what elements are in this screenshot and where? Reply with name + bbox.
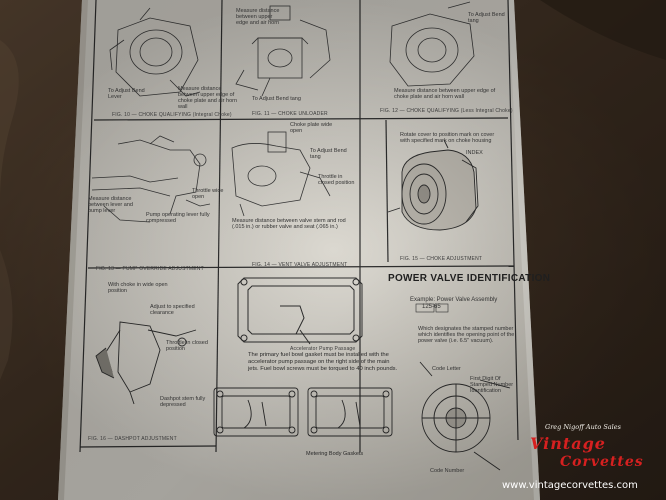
power-valve-label-first-digit: First Digit Of Stamped Number Identifica… <box>470 376 514 394</box>
power-valve-example: Example: Power Valve Assembly <box>410 297 498 303</box>
fig10-caption: FIG. 10 — CHOKE QUALIFYING (Integral Cho… <box>112 112 232 118</box>
power-valve-note: Which designates the stamped number whic… <box>418 326 515 344</box>
fig12-caption: FIG. 12 — CHOKE QUALIFYING (Less Integra… <box>380 108 513 114</box>
fig12-step3: Measure distance between upper edge of c… <box>394 88 496 100</box>
watermark-dealer: Greg Nigoff Auto Sales <box>545 423 621 431</box>
fig13-step3: Measure distance between lever and pump … <box>88 196 133 214</box>
fig14-step4: To Adjust Bend tang <box>310 148 347 160</box>
fig14-caption: FIG. 14 — VENT VALVE ADJUSTMENT <box>252 262 348 268</box>
fig13-step1: Throttle wide open <box>192 188 224 200</box>
watermark-url: www.vintagecorvettes.com <box>502 480 638 491</box>
gasket-instruction: The primary fuel bowl gasket must be ins… <box>248 352 398 372</box>
fig16-step4: Adjust to specified clearance <box>150 304 195 316</box>
fig16-step2: Throttle in closed position <box>166 340 208 352</box>
fig14-step2: Throttle in closed position <box>318 174 355 186</box>
fig11-caption: FIG. 11 — CHOKE UNLOADER <box>252 111 328 117</box>
fig11-step4: To Adjust Bend tang <box>252 96 301 102</box>
fig10-step3: Measure distance between upper edge of c… <box>178 86 238 110</box>
fig15-index-label: INDEX <box>466 150 483 156</box>
fig15-note: Rotate cover to position mark on cover w… <box>400 132 495 144</box>
fig16-caption: FIG. 16 — DASHPOT ADJUSTMENT <box>88 436 177 442</box>
metering-gasket-caption: Metering Body Gaskets <box>306 451 364 457</box>
power-valve-part-number: 125-65 <box>422 304 441 310</box>
fig16-step3: Dashpot stem fully depressed <box>160 396 206 408</box>
fig14-step3: Measure distance between valve stem and … <box>232 218 346 230</box>
fig10-step4: To Adjust Bend Lever <box>108 88 145 100</box>
accelerator-pump-passage-label: Accelerator Pump Passage <box>290 346 356 352</box>
fig13-caption: FIG. 13 — PUMP OVERRIDE ADJUSTMENT <box>96 266 204 272</box>
power-valve-label-code-number: Code Number <box>430 468 465 474</box>
fig15-caption: FIG. 15 — CHOKE ADJUSTMENT <box>400 256 483 262</box>
fig16-step1: With choke in wide open position <box>108 282 168 294</box>
power-valve-label-code-letter: Code Letter <box>432 366 461 372</box>
power-valve-title: POWER VALVE IDENTIFICATION <box>388 273 551 284</box>
fig12-step4: To Adjust Bend tang <box>468 12 505 24</box>
watermark-corvettes: Corvettes <box>560 454 644 470</box>
fig13-step2: Pump operating lever fully compressed <box>146 212 210 224</box>
watermark-vintage: Vintage <box>530 434 606 453</box>
fig11-step3: Measure distance between upper edge and … <box>236 8 280 26</box>
fig14-step1: Choke plate wide open <box>290 122 333 134</box>
